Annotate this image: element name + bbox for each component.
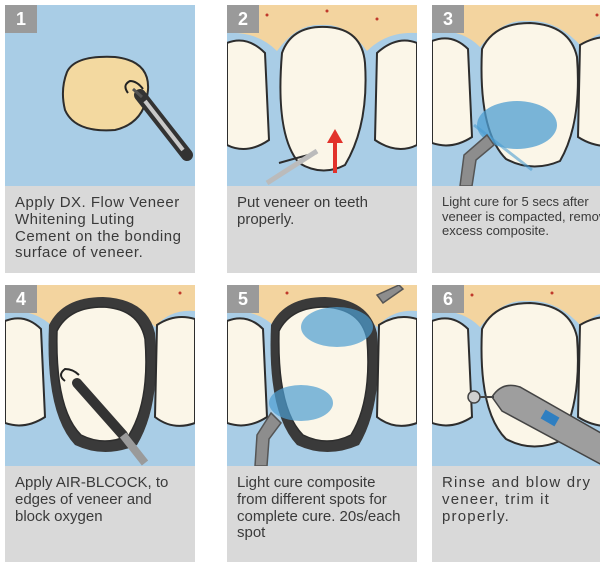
step-caption: Apply DX. Flow Veneer Whitening Luting C… — [5, 186, 195, 273]
step-number-badge: 2 — [227, 5, 259, 33]
step-caption: Apply AIR-BLCOCK, to edges of veneer and… — [5, 466, 195, 562]
tooth-icon — [227, 41, 269, 149]
curing-light-icon — [269, 385, 333, 421]
step-number-badge: 4 — [5, 285, 37, 313]
step-card-4: 4 Apply AIR-BLCOCK, to edges of veneer a… — [5, 285, 195, 562]
step-number-badge: 5 — [227, 285, 259, 313]
step-card-3: 3 Light cure for 5 secs after veneer is … — [432, 5, 600, 273]
tooth-icon — [57, 307, 146, 441]
step-caption: Rinse and blow dry veneer, trim it prope… — [432, 466, 600, 562]
step-card-6: 6 Rinse and blow dry veneer, trim it pro… — [432, 285, 600, 562]
step-card-1: 1 Apply DX. Flow Veneer Whitening Luting… — [5, 5, 195, 273]
step-card-2: 2 Put veneer on teeth properly. — [227, 5, 417, 273]
step-number-badge: 3 — [432, 5, 464, 33]
step-caption: Light cure for 5 secs after veneer is co… — [432, 186, 600, 273]
step-number-badge: 6 — [432, 285, 464, 313]
veneer-icon — [280, 27, 365, 171]
step-number-badge: 1 — [5, 5, 37, 33]
tooth-icon — [375, 41, 417, 149]
tooth-icon — [432, 38, 472, 145]
step-caption: Light cure composite from different spot… — [227, 466, 417, 562]
curing-light-icon — [301, 307, 373, 347]
step-caption: Put veneer on teeth properly. — [227, 186, 417, 273]
step-card-5: 5 Light cure composite from different sp… — [227, 285, 417, 562]
